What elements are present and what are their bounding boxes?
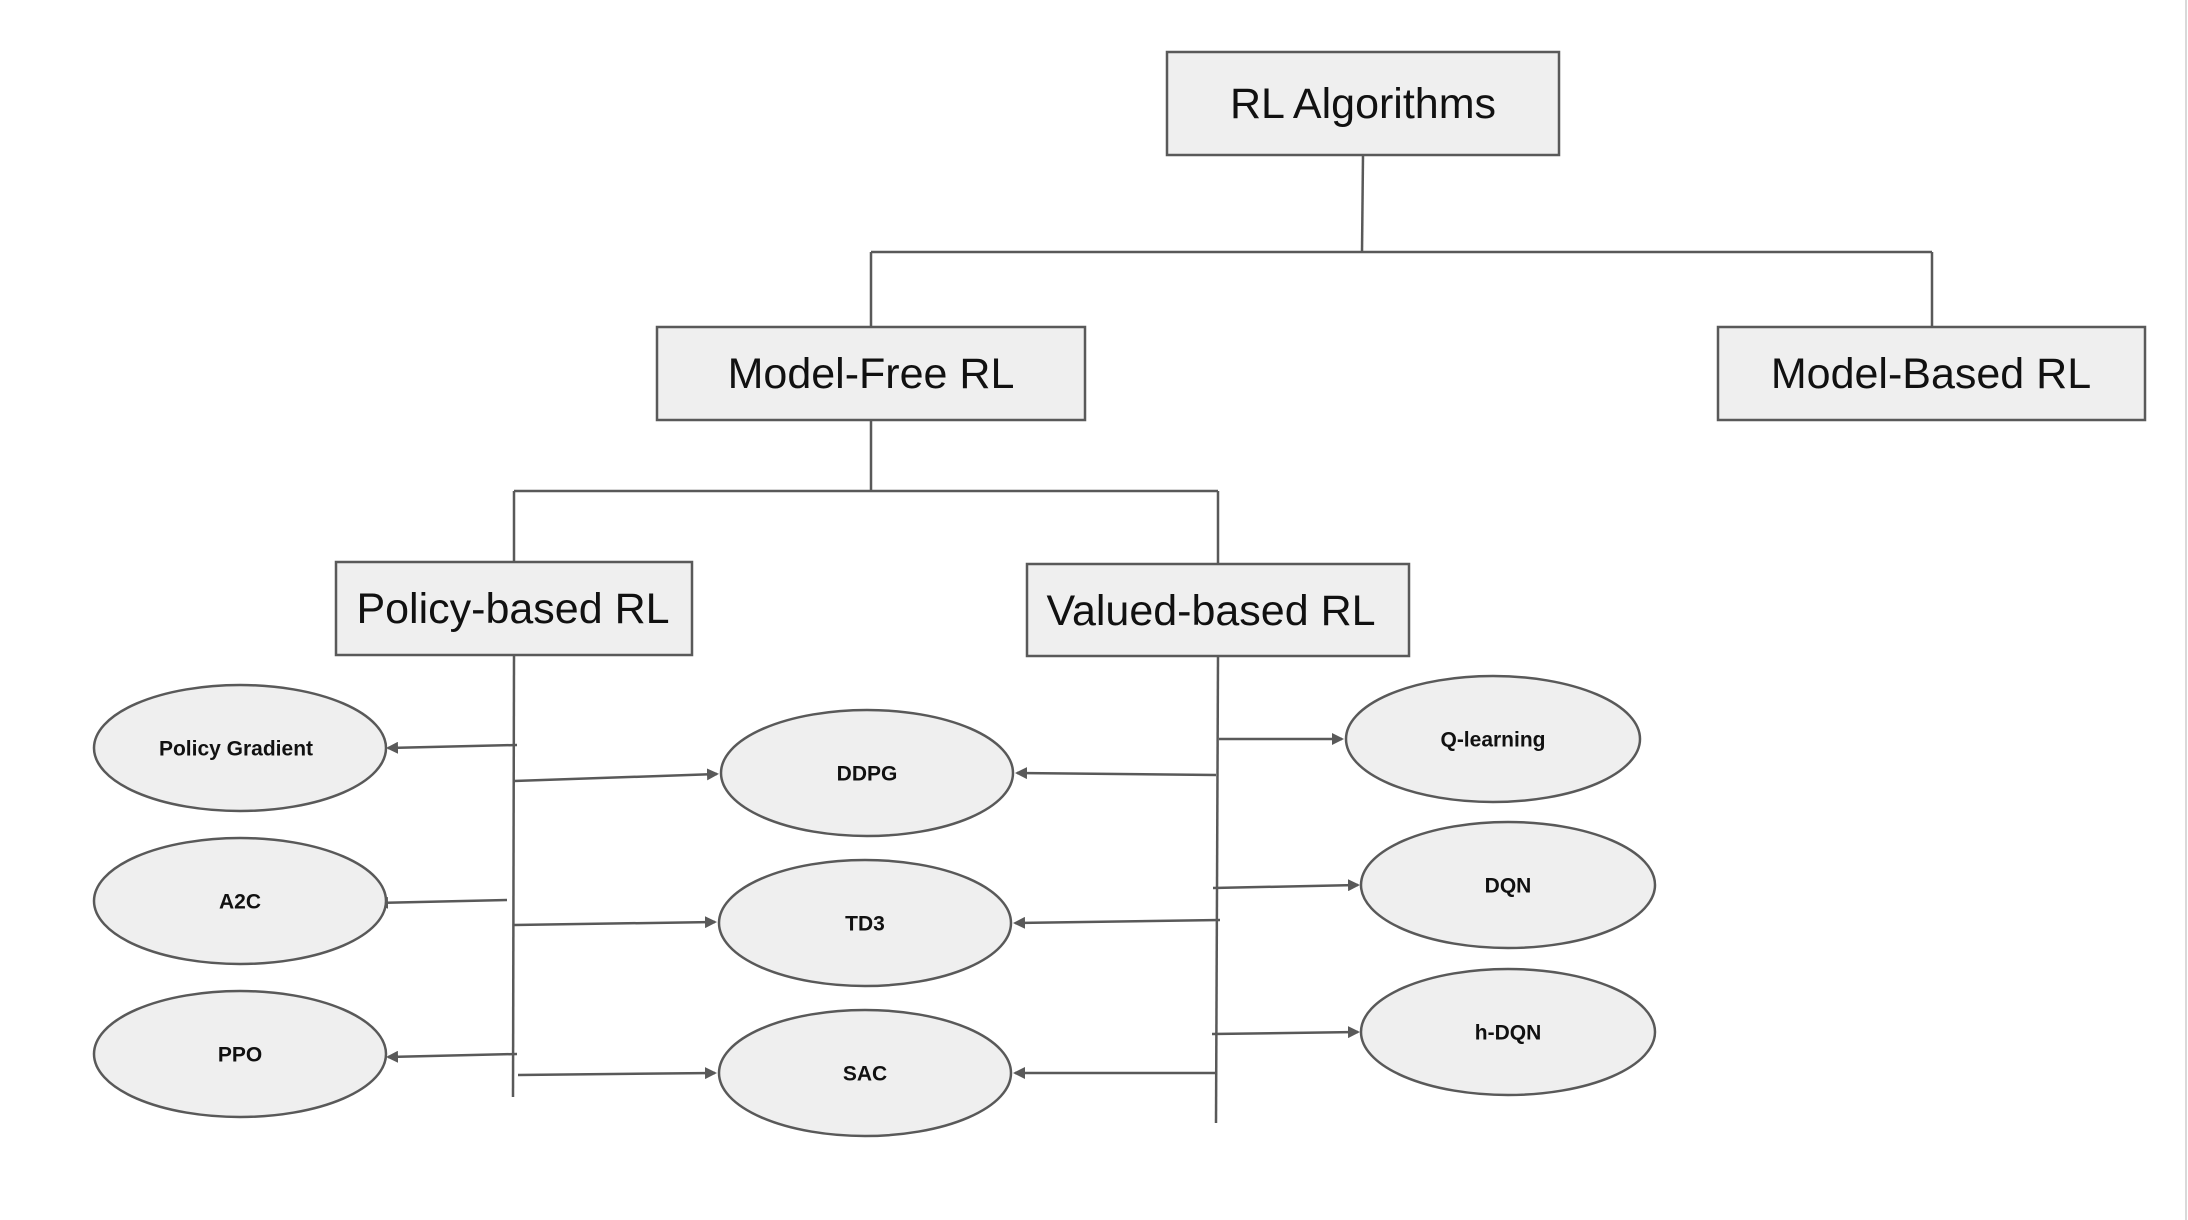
arrow-policy-to-ddpg: [513, 768, 719, 783]
oval-ppo-label: PPO: [218, 1044, 262, 1067]
model-based-node: Model-Based RL: [1716, 325, 2147, 422]
oval-policy-gradient-label: Policy Gradient: [159, 738, 313, 761]
arrow-to-h-dqn: [1211, 1026, 1360, 1039]
connector-root-down: [1360, 154, 1365, 253]
oval-dqn-label: DQN: [1485, 875, 1532, 898]
arrow-policy-to-sac: [517, 1067, 717, 1080]
arrow-value-to-ddpg: [1015, 767, 1217, 780]
arrow-policy-to-td3: [513, 916, 717, 929]
oval-sac-label: SAC: [843, 1063, 887, 1086]
oval-h-dqn: h-DQN: [1359, 967, 1657, 1097]
oval-a2c: A2C: [92, 836, 388, 966]
oval-ddpg-label: DDPG: [837, 763, 898, 786]
oval-dqn: DQN: [1359, 820, 1657, 950]
arrow-value-to-td3: [1013, 916, 1221, 929]
oval-ddpg: DDPG: [719, 708, 1015, 838]
oval-ppo: PPO: [92, 989, 388, 1119]
root-node-label: RL Algorithms: [1230, 80, 1496, 128]
oval-q-learning-label: Q-learning: [1440, 729, 1545, 752]
arrow-to-dqn: [1212, 879, 1360, 892]
oval-td3: TD3: [717, 858, 1013, 988]
policy-based-node-label: Policy-based RL: [356, 585, 669, 633]
model-free-node: Model-Free RL: [655, 325, 1087, 422]
root-node: RL Algorithms: [1165, 50, 1561, 157]
value-spine: [1214, 655, 1220, 1124]
model-free-node-label: Model-Free RL: [728, 350, 1015, 398]
value-based-node: Valued-based RL: [1025, 562, 1411, 658]
arrow-to-a2c: [376, 896, 508, 909]
oval-q-learning: Q-learning: [1344, 674, 1642, 804]
value-based-node-label: Valued-based RL: [1046, 587, 1375, 635]
model-based-node-label: Model-Based RL: [1771, 350, 2091, 398]
tree-connectors: [511, 154, 1934, 1124]
policy-based-node: Policy-based RL: [334, 560, 694, 657]
oval-td3-label: TD3: [845, 913, 885, 936]
oval-a2c-label: A2C: [219, 891, 261, 914]
arrow-to-policy-gradient: [386, 741, 518, 754]
oval-h-dqn-label: h-DQN: [1475, 1022, 1542, 1045]
method-arrows: [376, 733, 1360, 1080]
policy-spine: [511, 654, 516, 1098]
oval-policy-gradient: Policy Gradient: [92, 683, 388, 813]
oval-sac: SAC: [717, 1008, 1013, 1138]
arrow-to-ppo: [386, 1050, 518, 1063]
